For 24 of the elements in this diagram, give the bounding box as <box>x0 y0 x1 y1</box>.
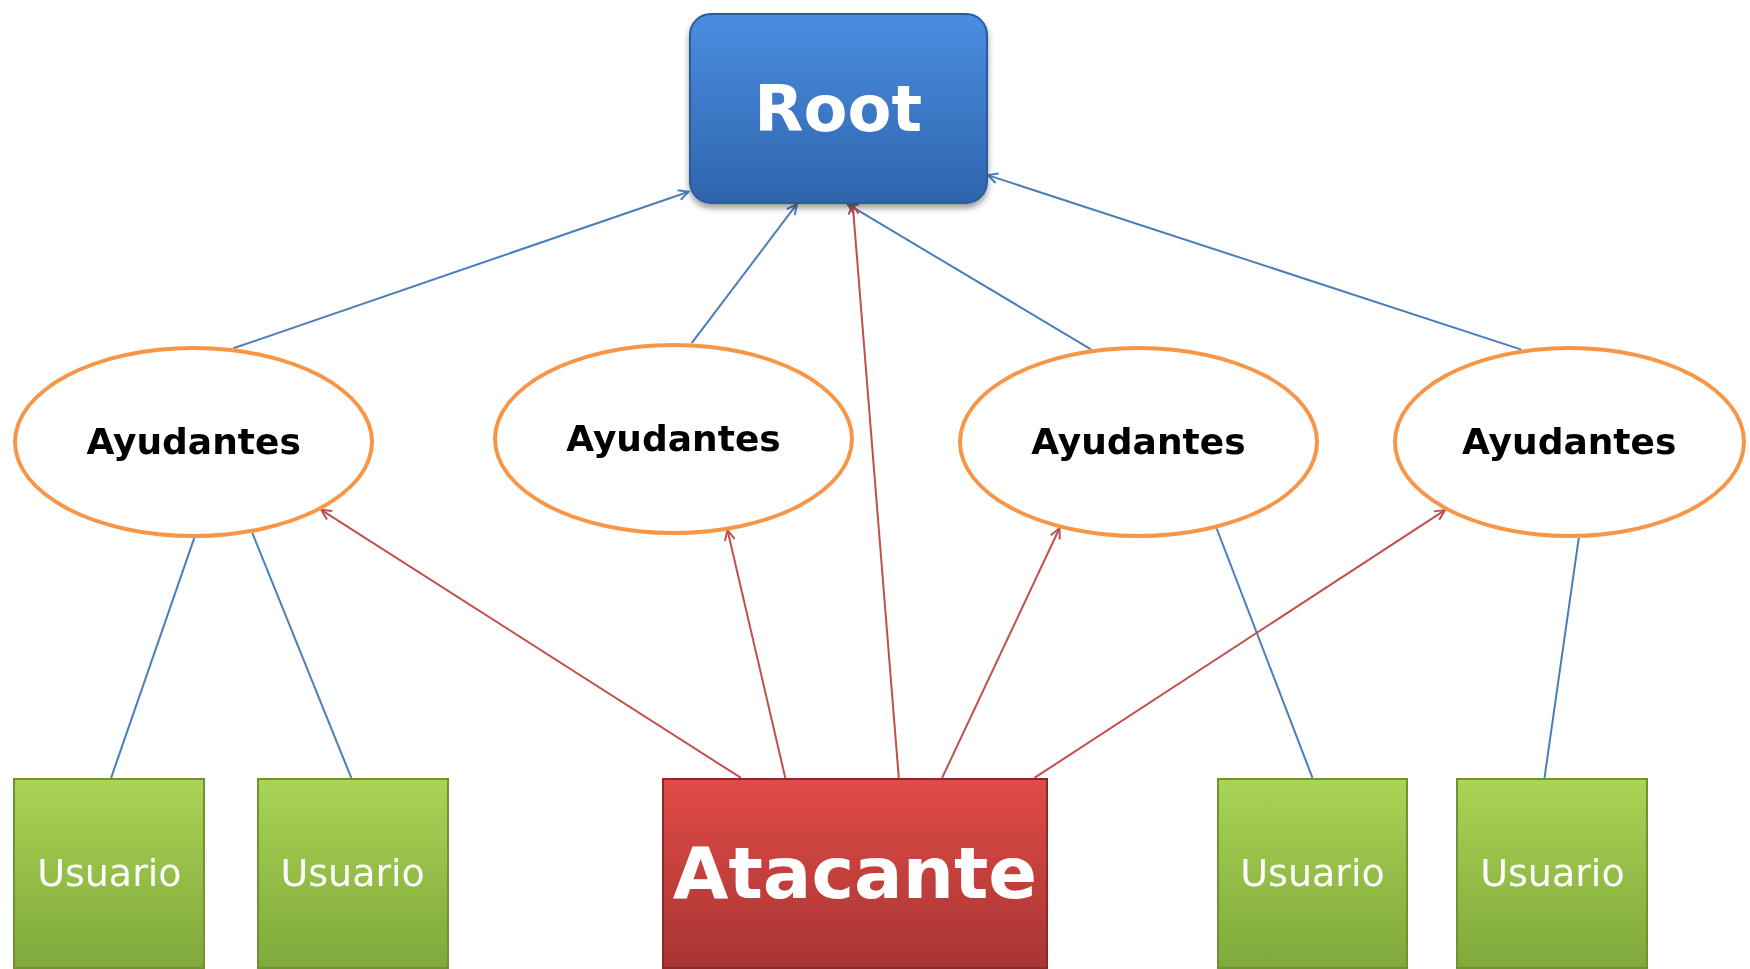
user-box <box>13 777 206 969</box>
root-box <box>688 13 988 205</box>
node-label: Root <box>754 71 923 146</box>
connector-line <box>110 536 196 779</box>
user-box <box>1456 777 1649 969</box>
node-label: Ayudantes <box>1031 421 1246 463</box>
attacker-box <box>661 777 1048 969</box>
node-label: Atacante <box>672 831 1038 916</box>
arrow <box>847 203 900 779</box>
arrow <box>941 527 1061 779</box>
user-box <box>1216 777 1409 969</box>
node-label: Ayudantes <box>566 418 781 460</box>
arrow <box>690 203 798 345</box>
node-label: Ayudantes <box>1461 421 1677 463</box>
arrow <box>320 508 742 779</box>
node-label: Usuario <box>280 851 425 896</box>
connector-line <box>1215 527 1314 779</box>
node-label: Ayudantes <box>86 421 301 463</box>
connector-line <box>1543 536 1580 779</box>
node-label: Usuario <box>1480 851 1625 896</box>
arrow <box>1033 509 1446 779</box>
node-label: Usuario <box>37 851 182 896</box>
node-label: Usuario <box>1240 851 1385 896</box>
user-box <box>256 777 449 969</box>
